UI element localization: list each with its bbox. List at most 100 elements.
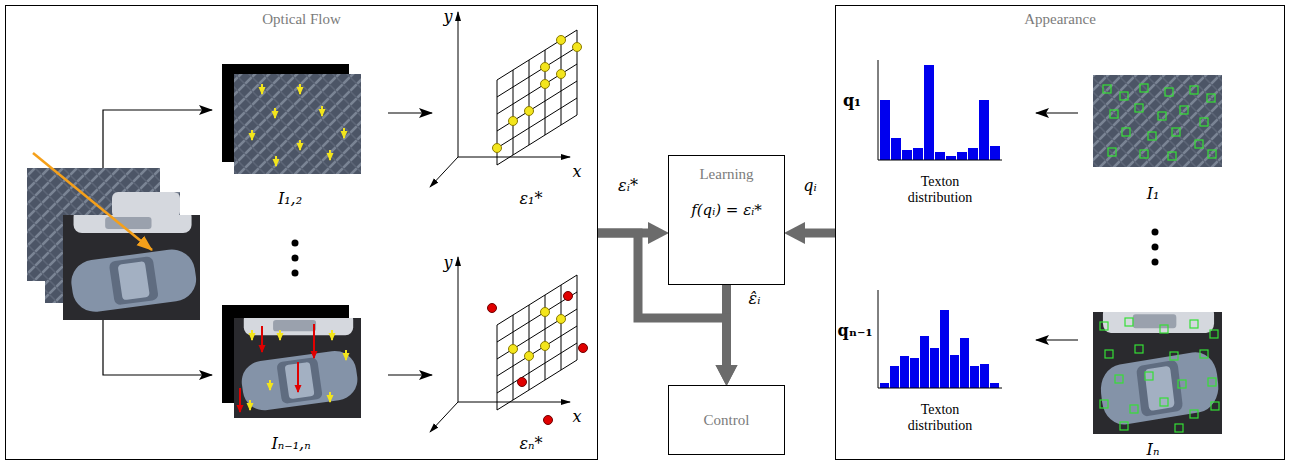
- histogram-bottom: [950, 355, 959, 388]
- texton-image-top: [1103, 84, 1216, 160]
- texton-image-bottom: [1170, 352, 1178, 360]
- flow-image-top: [252, 84, 344, 166]
- texton-image-top: [1108, 148, 1116, 156]
- texton-image-top: [1180, 106, 1188, 114]
- histogram-bottom: [890, 366, 899, 388]
- plane-plot-bottom: [518, 378, 527, 387]
- texton-image-top: [1093, 75, 1222, 167]
- histogram-top: [913, 148, 923, 160]
- ellipsis-dots: [292, 255, 299, 262]
- flow-image-bottom: [234, 312, 361, 418]
- histogram-bottom: [960, 338, 969, 388]
- texton-image-bottom: [1190, 410, 1198, 418]
- plane-plot-top: [493, 144, 502, 153]
- texton-image-bottom: [1160, 398, 1168, 406]
- learning-box: Learningf(qᵢ) = εᵢ*: [668, 155, 785, 285]
- histogram-bottom: [970, 366, 979, 388]
- plane-plot-top: [458, 12, 459, 157]
- ellipsis-dots: [292, 270, 299, 277]
- texton-image-bottom: [1115, 375, 1123, 383]
- histogram-top: [968, 148, 978, 160]
- flow-image-bottom: [250, 330, 346, 410]
- texton-image-top: [1140, 84, 1148, 92]
- plane-plot-top: [541, 63, 550, 72]
- texton-image-bottom: [1100, 322, 1108, 330]
- plane-plot-top: [497, 30, 577, 165]
- plane-plot-bottom: [544, 416, 553, 425]
- model-label: ε₁*: [520, 189, 543, 208]
- texton-image-top: [1165, 88, 1173, 96]
- plane-plot-top: [557, 70, 566, 79]
- flow-image-bottom: [331, 330, 333, 340]
- texton-image-bottom: [1210, 330, 1218, 338]
- texton-image-bottom: [1190, 320, 1198, 328]
- flow-arrow: [1036, 339, 1078, 340]
- plane-plot-top: [557, 36, 566, 45]
- histogram-top: [880, 100, 890, 160]
- plane-plot-top: [509, 117, 518, 126]
- plane-plot-top: [525, 107, 534, 116]
- histogram-top: [878, 60, 1002, 160]
- histogram-caption: Texton distribution: [895, 174, 985, 206]
- image-stack: [27, 153, 200, 320]
- box-title: Control: [704, 412, 750, 429]
- optical-flow-panel: Optical Flow: [5, 5, 598, 460]
- flow-image-top: [299, 84, 301, 94]
- texton-image-top: [1207, 94, 1215, 102]
- image-label: Iₙ: [1147, 440, 1160, 459]
- texton-image-top: [1140, 150, 1148, 158]
- plane-plot-bottom: [509, 345, 518, 354]
- flow-image-bottom: [239, 388, 241, 412]
- histogram-top: [935, 152, 945, 160]
- axis-label: y: [443, 253, 452, 272]
- histogram-top: [902, 150, 912, 160]
- texton-image-top: [1208, 150, 1216, 158]
- plane-plot-bottom: [564, 292, 573, 301]
- flow-image-bottom: [329, 392, 331, 402]
- flow-image-bottom: [345, 350, 347, 360]
- plane-plot-bottom: [525, 352, 534, 361]
- texton-image-bottom: [1125, 318, 1133, 326]
- histogram-bottom: [878, 290, 1002, 388]
- histogram-bottom: [930, 348, 939, 388]
- histogram-bottom: [940, 310, 949, 388]
- box-title: Learning: [699, 166, 753, 183]
- ellipsis-dots: [1152, 259, 1159, 266]
- plane-plot-top: [573, 43, 582, 52]
- flow-image-bottom: [279, 330, 281, 340]
- texton-image-top: [1103, 85, 1111, 93]
- texton-image-top: [1093, 75, 1222, 167]
- plane-plot-top: [541, 80, 550, 89]
- edge-label: ε̂ᵢ: [749, 289, 761, 308]
- plane-plot-bottom: [509, 308, 566, 361]
- texton-image-bottom: [1200, 350, 1208, 358]
- vector-label: qₙ₋₁: [838, 321, 873, 340]
- texton-image-bottom: [1160, 325, 1168, 333]
- histogram-bottom: [980, 364, 989, 388]
- axis-label: x: [572, 162, 581, 181]
- axis-label: x: [572, 407, 581, 426]
- texton-image-bottom: [1100, 318, 1219, 432]
- plane-plot-top: [430, 12, 577, 187]
- texton-image-top: [1122, 128, 1130, 136]
- texton-image-bottom: [1093, 305, 1222, 434]
- control-box: Control: [668, 385, 785, 455]
- image-stack: [33, 153, 152, 250]
- flow-arrow: [103, 320, 212, 375]
- texton-image-top: [1172, 128, 1180, 136]
- plane-plot-bottom: [579, 344, 588, 353]
- plane-plot-bottom: [541, 308, 550, 317]
- plane-plot-bottom: [458, 257, 459, 402]
- image-label: I₁: [1147, 184, 1160, 203]
- appearance-panel: Appearance: [835, 5, 1285, 460]
- plane-plot-bottom: [488, 304, 497, 313]
- histogram-top: [878, 60, 1002, 160]
- image-label: I₁,₂: [278, 189, 302, 208]
- histogram-caption: Texton distribution: [895, 402, 985, 434]
- ellipsis-dots: [1152, 244, 1159, 251]
- texton-image-bottom: [1145, 372, 1153, 380]
- histogram-top: [990, 146, 1000, 160]
- histogram-top: [891, 138, 901, 160]
- vector-label: q₁: [843, 91, 861, 110]
